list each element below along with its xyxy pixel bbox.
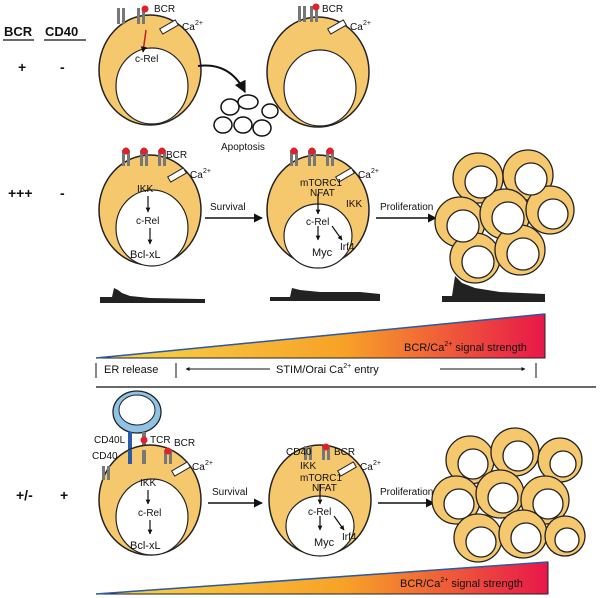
- cell-row1-left: [98, 5, 202, 126]
- row1-cd40: -: [60, 59, 65, 75]
- bclxl-label-r3: Bcl-xL: [130, 540, 161, 552]
- cell-row3-middle: [268, 443, 372, 557]
- bclxl-label-r2: Bcl-xL: [130, 249, 161, 261]
- ikk-label-r3: IKK: [140, 478, 156, 489]
- bcr-label-r1: BCR: [154, 4, 175, 15]
- bcr-label-r3: BCR: [174, 438, 195, 449]
- row2-cd40: -: [60, 185, 65, 201]
- apoptosis-label: Apoptosis: [221, 142, 265, 153]
- ca-sup-r1: 2+: [195, 20, 203, 27]
- tcr-label: TCR: [150, 435, 171, 446]
- header-cd40: CD40: [45, 24, 78, 39]
- ca-label-r1b: Ca: [350, 22, 363, 33]
- ca-label-r2: Ca: [190, 170, 203, 181]
- antigen-dot: [141, 5, 149, 13]
- cd40l-label: CD40L: [94, 435, 126, 446]
- cd40-label-r3: CD40: [92, 451, 118, 462]
- ca-sup-r2b: 2+: [371, 168, 379, 175]
- nfat-label-r2: NFAT: [310, 188, 335, 199]
- bcr-label-r3b: BCR: [334, 447, 355, 458]
- crel-label-r2: c-Rel: [136, 216, 159, 227]
- cell-row2-middle: [266, 147, 370, 269]
- proliferation-label-r2: Proliferation: [380, 202, 433, 213]
- apoptosis-arrow: [197, 64, 246, 94]
- ca-sup-r1b: 2+: [363, 20, 371, 27]
- row3-cd40: +: [60, 487, 68, 503]
- myc-label-r2: Myc: [312, 247, 333, 259]
- ca-sup-r2: 2+: [203, 168, 211, 175]
- stim-orai-label: STIM/Orai Ca2+ entry: [276, 363, 379, 376]
- proliferation-label-r3: Proliferation: [380, 487, 433, 498]
- survival-label-r2: Survival: [210, 202, 246, 213]
- ca-label-r2b: Ca: [358, 170, 371, 181]
- ca-label-r3: Ca: [192, 462, 205, 473]
- crel-label-r3: c-Rel: [138, 508, 161, 519]
- proliferating-cluster-r3: [431, 427, 586, 563]
- calcium-trace-1: [100, 288, 205, 303]
- mtorc1-label-r2: mTORC1: [300, 178, 342, 189]
- crel-label-r3b: c-Rel: [308, 507, 331, 518]
- cell-row1-right: [266, 3, 370, 128]
- row3-bcr: +/-: [16, 487, 33, 503]
- ikk-label-r2b: IKK: [346, 199, 362, 210]
- cell-row3-left: [98, 436, 202, 556]
- myc-label-r3: Myc: [314, 537, 335, 549]
- bcr-label-r1b: BCR: [322, 4, 343, 15]
- ca-sup-r3: 2+: [205, 460, 213, 467]
- header-bcr: BCR: [4, 24, 33, 39]
- ikk-label-r3b: IKK: [300, 461, 316, 472]
- crel-label-r2b: c-Rel: [306, 217, 329, 228]
- gradient-label-r2: BCR/Ca2+ signal strength: [404, 341, 527, 354]
- apoptotic-bodies: [213, 94, 279, 137]
- ca-label-r1: Ca: [182, 22, 195, 33]
- nfat-label-r3: NFAT: [312, 483, 337, 494]
- er-release-label: ER release: [104, 364, 158, 376]
- calcium-trace-2: [270, 288, 380, 301]
- irf4-label-r3: Irf4: [342, 532, 357, 543]
- cell-row2-left: [98, 147, 202, 267]
- ca-sup-r3b: 2+: [373, 460, 381, 467]
- calcium-trace-3: [442, 276, 545, 302]
- irf4-label-r2: Irf4: [340, 242, 355, 253]
- mtorc1-label-r3: mTORC1: [300, 473, 342, 484]
- bcr-label-r2: BCR: [166, 150, 187, 161]
- row2-bcr: +++: [8, 185, 33, 201]
- crel-label-r1: c-Rel: [135, 54, 158, 65]
- ca-label-r3b: Ca: [360, 462, 373, 473]
- proliferating-cluster-r2: [434, 149, 575, 284]
- gradient-label-r3: BCR/Ca2+ signal strength: [400, 577, 523, 590]
- row1-bcr: +: [18, 59, 26, 75]
- ikk-label-r2: IKK: [137, 184, 153, 195]
- cd40-label-r3b: CD40: [286, 447, 312, 458]
- survival-label-r3: Survival: [212, 487, 248, 498]
